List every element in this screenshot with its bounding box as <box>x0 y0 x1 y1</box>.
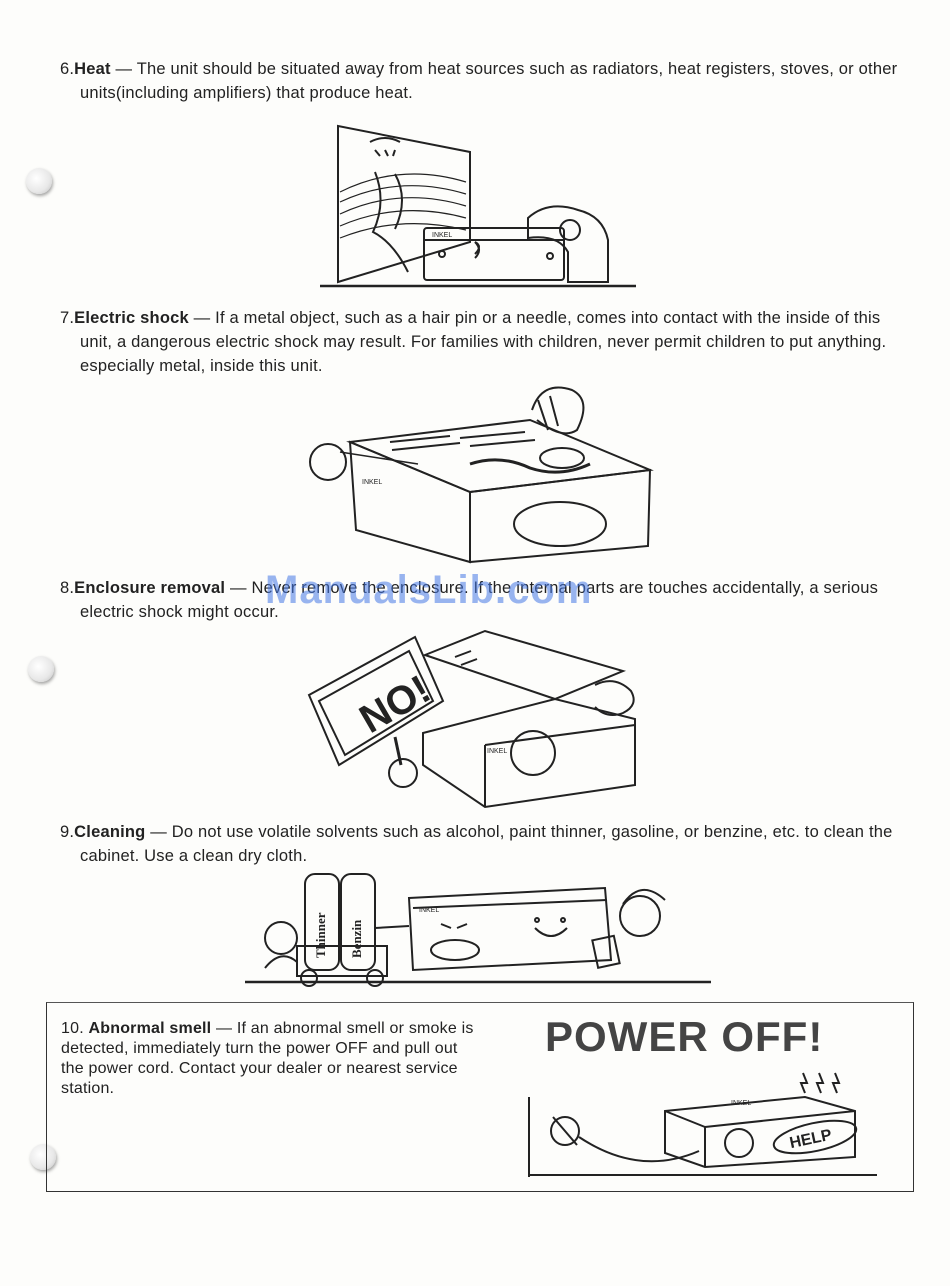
section-body: If a metal object, such as a hair pin or… <box>80 309 887 375</box>
section-body: Do not use volatile solvents such as alc… <box>80 823 893 865</box>
brand-label: INKEL <box>362 479 382 486</box>
brand-label: INKEL <box>731 1100 751 1107</box>
section-title: Abnormal smell <box>88 1020 212 1037</box>
punch-hole <box>30 1144 56 1170</box>
section-body: If an abnormal smell or smoke is detecte… <box>61 1020 474 1097</box>
section-cleaning: 9.Cleaning — Do not use volatile solvent… <box>60 820 916 868</box>
dash: — <box>145 823 172 841</box>
section-enclosure-removal: 8.Enclosure removal — Never remove the e… <box>60 576 916 624</box>
section-body: The unit should be situated away from he… <box>80 60 898 102</box>
dash: — <box>211 1020 237 1037</box>
enclosure-removal-illustration: NO! INKEL <box>307 629 636 809</box>
brand-label: INKEL <box>432 232 452 239</box>
section-title: Heat <box>74 60 111 78</box>
watermark: ManualsLib.com <box>265 568 593 612</box>
section-body: Never remove the enclosure. If the inter… <box>80 579 879 621</box>
thinner-label: Thinner <box>313 912 328 958</box>
power-off-heading: POWER OFF! <box>545 1013 824 1060</box>
section-electric-shock: 7.Electric shock — If a metal object, su… <box>60 306 916 378</box>
brand-label: INKEL <box>419 907 439 914</box>
section-title: Enclosure removal <box>74 579 226 597</box>
section-number: 8. <box>60 579 75 597</box>
dash: — <box>225 579 252 597</box>
heat-illustration: INKEL <box>320 124 636 288</box>
punch-hole <box>26 168 52 194</box>
section-number: 6. <box>60 60 75 78</box>
abnormal-smell-illustration: HELP INKEL <box>528 1072 877 1177</box>
section-title: Cleaning <box>74 823 146 841</box>
section-heat: 6.Heat — The unit should be situated awa… <box>60 57 916 105</box>
section-number: 10. <box>61 1020 84 1037</box>
section-abnormal-smell: 10. Abnormal smell — If an abnormal smel… <box>61 1019 481 1099</box>
benzin-label: Benzin <box>349 919 364 958</box>
dash: — <box>188 309 216 327</box>
brand-label: INKEL <box>487 748 507 755</box>
section-abnormal-smell-box: 10. Abnormal smell — If an abnormal smel… <box>46 1002 914 1192</box>
section-title: Electric shock <box>74 309 189 327</box>
electric-shock-illustration: INKEL <box>309 386 654 564</box>
punch-hole <box>28 656 54 682</box>
dash: — <box>110 60 137 78</box>
cleaning-illustration: Thinner Benzin INKEL <box>245 873 711 987</box>
section-number: 9. <box>60 823 75 841</box>
section-number: 7. <box>60 309 75 327</box>
